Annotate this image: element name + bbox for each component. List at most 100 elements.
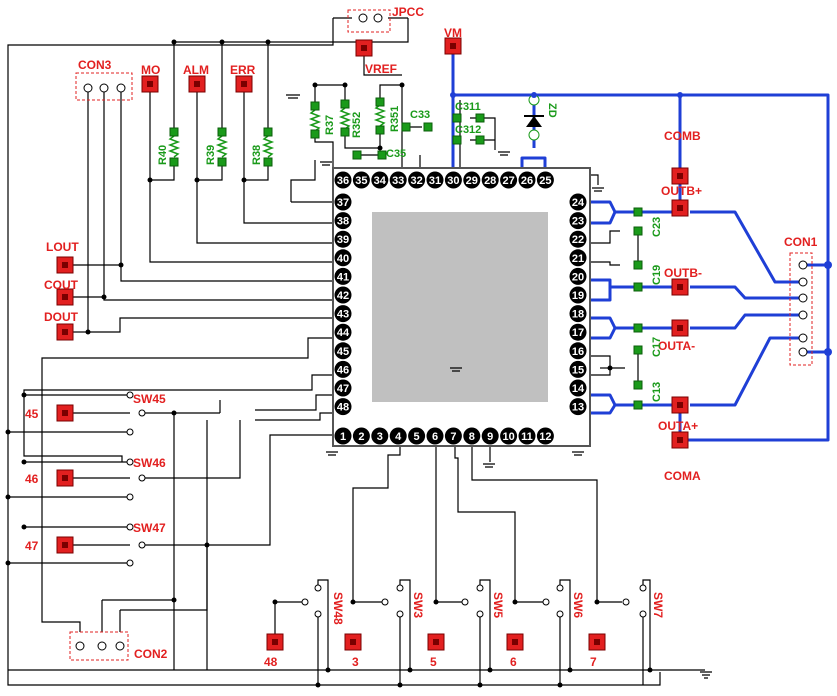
- ic-pin-bottom-9: 10: [502, 431, 514, 443]
- ic-pin-left-4: 41: [337, 271, 349, 283]
- ic-pin-left-9: 46: [337, 364, 349, 376]
- pad48-label: 48: [264, 655, 278, 669]
- ic-pin-bottom-4: 5: [414, 431, 420, 443]
- ic-pin-right-10-dot: [569, 379, 587, 397]
- c23-label: C23: [651, 217, 663, 237]
- ic-pin-right-7: 17: [572, 327, 584, 339]
- ic-pin-bottom-3-dot: [389, 427, 407, 445]
- ic-pin-bottom-2-dot: [371, 427, 389, 445]
- ic-pin-bottom-7-dot: [463, 427, 481, 445]
- ic-pin-left-2-dot: [334, 230, 352, 248]
- r40-label: R40: [157, 145, 169, 165]
- ic-pin-right-0: 24: [572, 197, 585, 209]
- pad-hole-coma: [677, 437, 683, 443]
- ic-pin-bottom-11: 12: [539, 431, 551, 443]
- ic-pin-bottom-3: 4: [395, 431, 402, 443]
- sw47-label: SW47: [133, 521, 166, 535]
- ic-pin-top-0: 36: [337, 175, 349, 187]
- ic-pin-bottom-7: 8: [469, 431, 475, 443]
- con1-label: CON1: [784, 235, 818, 249]
- ic-pin-top-2: 34: [374, 175, 387, 187]
- labels: JPCC VM VREF CON3 MO ALM ERR LOUT COUT D…: [25, 5, 818, 669]
- pad-hole-comb: [677, 173, 683, 179]
- ic-pin-right-10: 14: [572, 383, 585, 395]
- con3-box: [75, 72, 133, 101]
- c33-label: C33: [410, 109, 430, 121]
- ic-pin-left-10-dot: [334, 379, 352, 397]
- ic-pin-left-0: 37: [337, 197, 349, 209]
- ic-pin-left-11: 48: [337, 402, 349, 414]
- sw45-label: SW45: [133, 392, 166, 406]
- ic-pin-top-10: 26: [521, 175, 533, 187]
- pad-hole-outa-plus: [677, 402, 683, 408]
- ic-pin-right-8-dot: [569, 342, 587, 360]
- ic-pin-right-2: 22: [572, 234, 584, 246]
- outa-minus-label: OUTA-: [658, 339, 695, 353]
- ic-pin-right-7-dot: [569, 323, 587, 341]
- ic-pin-right-4: 20: [572, 271, 584, 283]
- ic-pin-bottom-10-dot: [518, 427, 536, 445]
- pad-hole-7: [594, 639, 600, 645]
- vm-label: VM: [444, 26, 462, 40]
- ic-pin-top-7: 29: [466, 175, 478, 187]
- ic-pin-top-7-dot: [463, 171, 481, 189]
- pad-hole-cout: [62, 294, 68, 300]
- test-pads: [56, 37, 689, 651]
- c17-label: C17: [651, 337, 663, 357]
- ic-pin-right-11-dot: [569, 398, 587, 416]
- ic-pin-left-0-dot: [334, 193, 352, 211]
- pad47-label: 47: [25, 539, 39, 553]
- ic-pin-bottom-0: 1: [340, 431, 346, 443]
- ic-pin-bottom-8: 9: [487, 431, 493, 443]
- ic-pin-right-6-dot: [569, 305, 587, 323]
- pad6-label: 6: [510, 655, 517, 669]
- sw48-label: SW48: [331, 592, 345, 625]
- con2-box: [69, 631, 129, 661]
- resistors: [167, 104, 387, 158]
- err-label: ERR: [230, 63, 256, 77]
- pad-hole-3: [350, 639, 356, 645]
- component-terminals: [169, 97, 643, 410]
- ic-pin-left-5-dot: [334, 286, 352, 304]
- ic-pin-bottom-5-dot: [426, 427, 444, 445]
- pad-hole-dout: [62, 329, 68, 335]
- c19-label: C19: [651, 265, 663, 285]
- ic-pin-left-1: 38: [337, 216, 349, 228]
- sw6-label: SW6: [571, 592, 585, 618]
- c312-label: C312: [455, 124, 481, 136]
- ic-pin-left-6-dot: [334, 305, 352, 323]
- pad-hole-outb-minus: [677, 284, 683, 290]
- r351-label: R351: [389, 106, 401, 132]
- ic-pin-right-11: 13: [572, 402, 584, 414]
- ic-pin-right-1-dot: [569, 212, 587, 230]
- ic-pin-right-5-dot: [569, 286, 587, 304]
- jpcc-label: JPCC: [392, 5, 424, 19]
- ic-pin-top-2-dot: [371, 171, 389, 189]
- ic-pin-right-8: 16: [572, 346, 584, 358]
- ic-pin-bottom-6-dot: [444, 427, 462, 445]
- sw7-label: SW7: [651, 592, 665, 618]
- ic-pin-left-7-dot: [334, 323, 352, 341]
- r352-label: R352: [351, 112, 363, 138]
- ic-pin-right-2-dot: [569, 230, 587, 248]
- ic-pin-top-3-dot: [389, 171, 407, 189]
- con3-label: CON3: [78, 58, 112, 72]
- ic-pin-top-4-dot: [408, 171, 426, 189]
- ic-pin-top-11: 25: [539, 175, 551, 187]
- outb-minus-label: OUTB-: [664, 266, 702, 280]
- c35-label: C35: [386, 148, 406, 160]
- zener-diode-icon: [524, 115, 544, 127]
- ic-pin-right-9-dot: [569, 360, 587, 378]
- ic-pin-top-4: 32: [410, 175, 422, 187]
- pad45-label: 45: [25, 407, 39, 421]
- coma-label: COMA: [664, 469, 701, 483]
- ic-pin-bottom-11-dot: [536, 427, 554, 445]
- c13-label: C13: [651, 382, 663, 402]
- dout-label: DOUT: [44, 310, 79, 324]
- ic-pin-top-5-dot: [426, 171, 444, 189]
- ic-pin-left-7: 44: [337, 327, 350, 339]
- con1-box: [789, 252, 813, 366]
- ic-pin-left-11-dot: [334, 398, 352, 416]
- r38-label: R38: [251, 145, 263, 165]
